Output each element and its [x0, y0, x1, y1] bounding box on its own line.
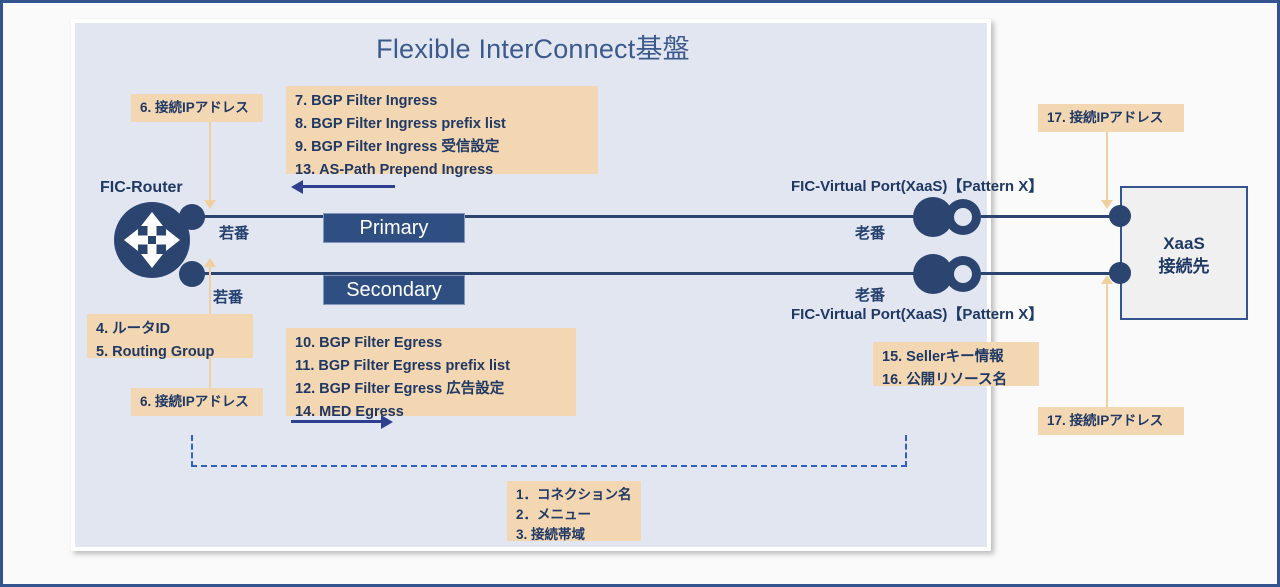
secondary-connection-line: [191, 272, 935, 275]
router-icon: [113, 201, 191, 279]
annotation-ip-address-xaas-top: 17. 接続IPアドレス: [1038, 104, 1184, 132]
annotation-ip-address-router-top: 6. 接続IPアドレス: [131, 94, 263, 122]
xaas-secondary-line: [981, 272, 1123, 275]
router-lower-port-number-label: 若番: [213, 289, 244, 306]
router-upper-port-number-label: 若番: [219, 225, 250, 242]
fic-virtual-port-icon-secondary: [913, 254, 991, 294]
connector-arrow-ip-top: [204, 200, 216, 209]
annotation-egress-block: 10. BGP Filter Egress 11. BGP Filter Egr…: [286, 328, 576, 420]
vport-lower-number-label: 老番: [855, 287, 886, 304]
connector-line-ip-top: [209, 120, 211, 202]
xaas-port-upper: [1109, 205, 1131, 227]
connector-line-xaas-top: [1106, 130, 1108, 202]
router-port-lower: [179, 261, 205, 287]
annotation-seller-block: 15. Sellerキー情報 16. 公開リソース名: [873, 342, 1039, 388]
fic-virtual-port-bottom-label: FIC-Virtual Port(XaaS)【Pattern X】: [791, 306, 1044, 323]
annotation-ingress-block: 7. BGP Filter Ingress 8. BGP Filter Ingr…: [286, 86, 598, 178]
primary-connection-line: [191, 215, 935, 218]
fic-virtual-port-top-label: FIC-Virtual Port(XaaS)【Pattern X】: [791, 178, 1044, 195]
secondary-link-label: Secondary: [323, 275, 465, 305]
egress-flow-arrow-line: [291, 420, 381, 423]
annotation-connection-block: 1．コネクション名 2．メニュー 3. 接続帯域: [507, 481, 641, 542]
connection-span-bracket: [191, 435, 907, 467]
router-port-upper: [179, 204, 205, 230]
fic-virtual-port-icon-primary: [913, 197, 991, 237]
xaas-destination-line2: 接続先: [1158, 257, 1210, 276]
xaas-destination-label: XaaS 接続先: [1122, 232, 1246, 278]
xaas-primary-line: [981, 215, 1123, 218]
vport-upper-number-label: 老番: [855, 225, 886, 242]
annotation-ip-address-xaas-bottom: 17. 接続IPアドレス: [1038, 407, 1184, 435]
xaas-destination-line1: XaaS: [1163, 234, 1205, 253]
ingress-flow-arrow-head: [291, 180, 303, 194]
egress-flow-arrow-head: [381, 415, 393, 429]
connector-arrow-xaas-top: [1101, 200, 1113, 209]
page-title: Flexible InterConnect基盤: [376, 34, 690, 64]
vport-ring-circle-icon: [945, 199, 981, 235]
xaas-destination-box: XaaS 接続先: [1120, 186, 1248, 320]
connector-arrow-xaas-bottom: [1101, 275, 1113, 284]
ingress-flow-arrow-line: [303, 185, 395, 188]
fic-router-label: FIC-Router: [100, 179, 183, 196]
xaas-port-lower: [1109, 262, 1131, 284]
vport-ring-circle-icon: [945, 256, 981, 292]
connector-arrow-ip-bottom: [204, 258, 216, 267]
annotation-router-id-block: 4. ルータID 5. Routing Group: [87, 314, 253, 360]
primary-link-label: Primary: [323, 213, 465, 243]
connector-line-xaas-bottom: [1106, 283, 1108, 409]
annotation-ip-address-router-bottom: 6. 接続IPアドレス: [131, 388, 263, 416]
